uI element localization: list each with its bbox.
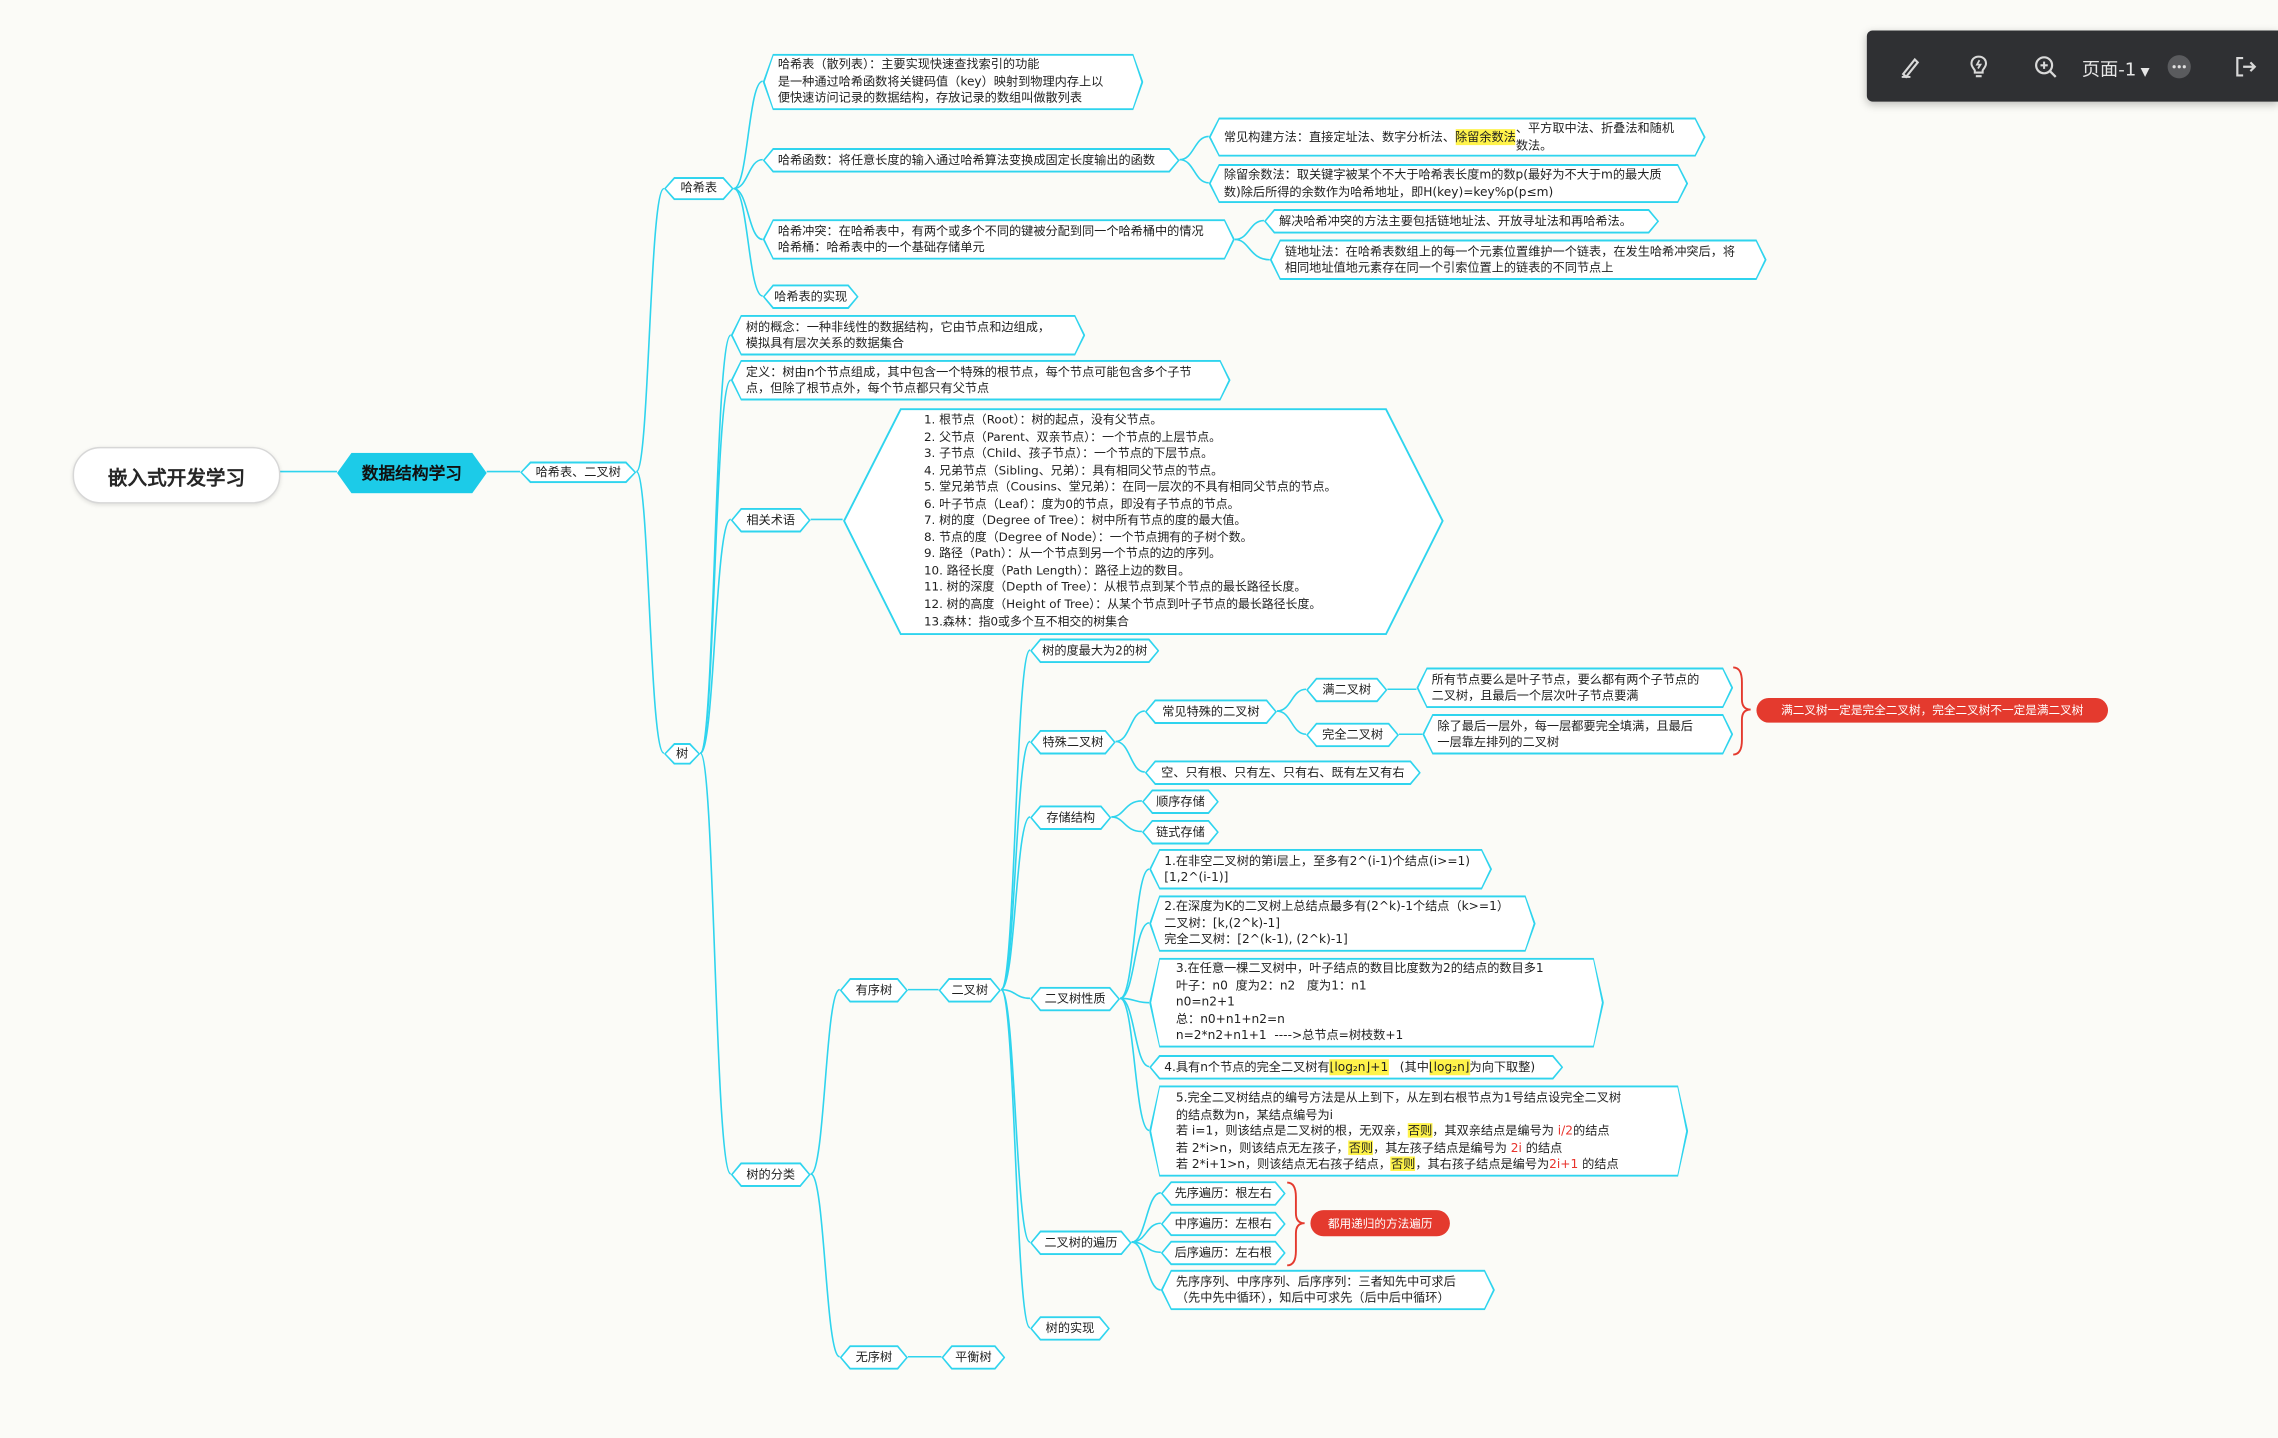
node-binary-tree[interactable]: 二叉树	[939, 978, 1001, 1003]
node-unordered-tree[interactable]: 无序树	[840, 1345, 908, 1370]
node-hash-collision[interactable]: 哈希冲突：在哈希表中，有两个或多个不同的键被分配到同一个哈希桶中的情况 哈希桶：…	[763, 219, 1235, 260]
log-formula-highlight: ⌊log₂n⌋+1	[1330, 1059, 1389, 1076]
node-tree-classification[interactable]: 树的分类	[731, 1162, 811, 1187]
property-5-line-4: 若 2*i>n，则该结点无左孩子，否则，其左孩子结点是编号为 2i 的结点	[1175, 1140, 1563, 1155]
node-sequential-storage[interactable]: 顺序存储	[1142, 789, 1219, 814]
node-binary-tree-shapes[interactable]: 空、只有根、只有左、只有右、既有左又有右	[1145, 760, 1421, 785]
property-5-line-5: 若 2*i+1>n，则该结点无右孩子结点，否则，其右孩子结点是编号为2i+1 的…	[1175, 1157, 1619, 1172]
property-4-text-b: (其中	[1388, 1058, 1429, 1074]
terms-text: 1. 根节点（Root）：树的起点，没有父节点。 2. 父节点（Parent、双…	[923, 412, 1337, 628]
node-traversal-sequences[interactable]: 先序序列、中序序列、后序序列：三者知先中可求后 （先中先中循环），知后中可求先（…	[1161, 1270, 1495, 1311]
property-4-text-a: 4.具有n个节点的完全二叉树有	[1164, 1058, 1330, 1074]
property-5-line-1: 5.完全二叉树结点的编号方法是从上到下，从左到右根节点为1号结点设完全二叉树	[1175, 1090, 1622, 1105]
node-property-1[interactable]: 1.在非空二叉树的第i层上，至多有2^(i-1)个结点(i>=1) [1,2^(…	[1149, 849, 1492, 890]
exit-icon[interactable]	[2230, 51, 2262, 83]
terms-hexagon-border	[843, 408, 1444, 636]
node-inorder-traversal[interactable]: 中序遍历：左根右	[1161, 1212, 1286, 1237]
top-toolbar: 页面-1▼	[1866, 30, 2278, 102]
lightbulb-icon[interactable]	[1963, 51, 1995, 83]
node-balanced-tree[interactable]: 平衡树	[941, 1345, 1005, 1370]
node-postorder-traversal[interactable]: 后序遍历：左右根	[1161, 1241, 1286, 1266]
pen-icon[interactable]	[1894, 51, 1926, 83]
node-hash-construction-methods[interactable]: 常见构建方法：直接定址法、数字分析法、除留余数法、平方取中法、折叠法和随机 数法…	[1209, 118, 1706, 157]
node-special-binary-tree[interactable]: 特殊二叉树	[1030, 730, 1116, 755]
node-tree-implementation[interactable]: 树的实现	[1030, 1316, 1110, 1341]
node-hash-table-definition[interactable]: 哈希表（散列表）：主要实现快速查找索引的功能 是一种通过哈希函数将关键码值（ke…	[763, 54, 1144, 111]
node-binary-tree-traversal[interactable]: 二叉树的遍历	[1030, 1230, 1132, 1255]
zoom-in-icon[interactable]	[2030, 51, 2062, 83]
node-hash-implementation[interactable]: 哈希表的实现	[763, 284, 859, 309]
recursion-note[interactable]: 都用递归的方法遍历	[1310, 1210, 1450, 1237]
construction-text-pre: 常见构建方法：直接定址法、数字分析法、	[1223, 128, 1456, 144]
node-chaining-method[interactable]: 链地址法：在哈希表数组上的每一个元素位置维护一个链表，在发生哈希冲突后，将 相同…	[1270, 239, 1767, 280]
node-hash-table[interactable]: 哈希表	[664, 177, 734, 200]
node-property-5[interactable]: 5.完全二叉树结点的编号方法是从上到下，从左到右根节点为1号结点设完全二叉树的结…	[1149, 1085, 1688, 1176]
construction-text-post: 、平方取中法、折叠法和随机 数法。	[1515, 120, 1675, 152]
node-complete-binary-tree[interactable]: 完全二叉树	[1306, 723, 1399, 748]
node-full-binary-tree-desc[interactable]: 所有节点要么是叶子节点，要么都有两个子节点的 二叉树，且最后一个层次叶子节点要满	[1416, 667, 1733, 708]
node-binary-tree-properties[interactable]: 二叉树性质	[1030, 987, 1120, 1012]
node-common-special-trees[interactable]: 常见特殊的二叉树	[1145, 699, 1277, 724]
floor-log-highlight: ⌊log₂n⌋	[1429, 1059, 1470, 1076]
root-topic[interactable]: 嵌入式开发学习	[72, 446, 281, 504]
node-property-2[interactable]: 2.在深度为K的二叉树上总结点最多有(2^k)-1个结点（k>=1） 二叉树：[…	[1149, 895, 1535, 952]
page-label: 页面-1	[2081, 58, 2137, 80]
property-5-line-3: 若 i=1，则该结点是二叉树的根，无双亲，否则，其双亲结点是编号为 i/2的结点	[1175, 1123, 1610, 1139]
page-selector[interactable]: 页面-1▼	[2082, 54, 2150, 82]
node-preorder-traversal[interactable]: 先序遍历：根左右	[1161, 1181, 1286, 1206]
division-method-highlight: 除留余数法	[1455, 129, 1516, 146]
full-vs-complete-note[interactable]: 满二叉树一定是完全二叉树，完全二叉树不一定是满二叉树	[1756, 697, 2109, 723]
main-topic[interactable]: 数据结构学习	[337, 453, 487, 494]
more-icon[interactable]	[2163, 51, 2195, 83]
node-tree[interactable]: 树	[664, 743, 700, 765]
property-4-text-c: 为向下取整)	[1469, 1058, 1536, 1074]
property-5-line-2: 的结点数为n，某结点编号为i	[1175, 1107, 1333, 1122]
node-tree-concept[interactable]: 树的概念：一种非线性的数据结构，它由节点和边组成， 模拟具有层次关系的数据集合	[731, 315, 1085, 356]
node-related-terms[interactable]: 相关术语	[731, 508, 811, 533]
node-hash-and-binary-tree[interactable]: 哈希表、二叉树	[520, 461, 636, 483]
node-tree-definition[interactable]: 定义：树由n个节点组成，其中包含一个特殊的根节点，每个节点可能包含多个子节 点，…	[731, 360, 1231, 401]
node-complete-binary-tree-desc[interactable]: 除了最后一层外，每一层都要完全填满，且最后 一层靠左排列的二叉树	[1422, 714, 1733, 755]
node-property-4[interactable]: 4.具有n个节点的完全二叉树有⌊log₂n⌋+1 (其中⌊log₂n⌋为向下取整…	[1149, 1055, 1563, 1080]
dropdown-caret-icon: ▼	[2140, 65, 2150, 79]
node-ordered-tree[interactable]: 有序树	[840, 978, 908, 1003]
node-linked-storage[interactable]: 链式存储	[1142, 820, 1219, 845]
node-hash-function[interactable]: 哈希函数：将任意长度的输入通过哈希算法变换成固定长度输出的函数	[763, 148, 1180, 173]
node-division-method[interactable]: 除留余数法：取关键字被某个不大于哈希表长度m的数p(最好为不大于m的最大质 数)…	[1209, 164, 1688, 203]
node-terms-list[interactable]: 1. 根节点（Root）：树的起点，没有父节点。 2. 父节点（Parent、双…	[843, 408, 1446, 636]
node-full-binary-tree[interactable]: 满二叉树	[1306, 678, 1387, 703]
node-storage-structure[interactable]: 存储结构	[1030, 805, 1111, 830]
node-property-3[interactable]: 3.在任意一棵二叉树中，叶子结点的数目比度数为2的结点的数目多1 叶子：n0 度…	[1149, 958, 1604, 1048]
node-collision-solutions[interactable]: 解决哈希冲突的方法主要包括链地址法、开放寻址法和再哈希法。	[1264, 209, 1659, 234]
node-max-degree-two[interactable]: 树的度最大为2的树	[1030, 638, 1159, 663]
